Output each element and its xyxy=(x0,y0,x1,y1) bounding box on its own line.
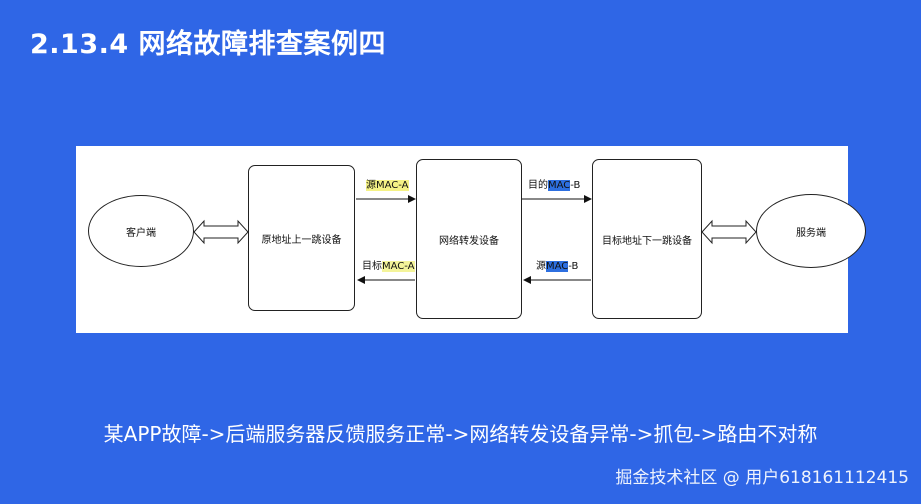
server-node-label: 服务端 xyxy=(796,227,826,239)
edge-label-bottom-left: 目标MAC-A xyxy=(362,260,415,274)
diagram-connectors xyxy=(193,195,757,284)
edge-label-top-left-prefix: 源 xyxy=(366,180,376,191)
edge-label-top-right-mac: MAC xyxy=(548,180,571,191)
forwarding-device-label: 网络转发设备 xyxy=(439,235,499,247)
network-diagram: 客户端 原地址上一跳设备 网络转发设备 目标地址下一跳设备 服务端 源MAC-A… xyxy=(76,146,866,333)
edge-label-top-right: 目的MAC-B xyxy=(528,180,581,191)
edge-label-bottom-left-prefix: 目标 xyxy=(362,261,382,272)
client-link-double-arrow xyxy=(193,219,249,245)
edge-label-top-left-mac: MAC-A xyxy=(376,180,409,191)
dest-next-hop-label: 目标地址下一跳设备 xyxy=(602,235,692,247)
watermark: 掘金技术社区 @ 用户618161112415 xyxy=(615,468,909,488)
source-next-hop-label: 原地址上一跳设备 xyxy=(261,234,342,246)
edge-label-top-left: 源MAC-A xyxy=(366,179,409,193)
server-link-double-arrow xyxy=(701,219,757,245)
client-node: 客户端 xyxy=(88,195,194,267)
source-next-hop-node: 原地址上一跳设备 xyxy=(248,165,355,311)
edge-label-bottom-right-prefix: 源 xyxy=(536,261,546,272)
edge-label-bottom-right: 源MAC-B xyxy=(536,261,579,272)
edge-label-bottom-left-mac: MAC-A xyxy=(382,261,415,272)
server-node: 服务端 xyxy=(756,194,866,268)
dest-next-hop-node: 目标地址下一跳设备 xyxy=(592,159,702,319)
edge-label-bottom-right-mac: MAC xyxy=(546,261,569,272)
client-node-label: 客户端 xyxy=(126,227,156,239)
edge-label-top-right-prefix: 目的 xyxy=(528,180,548,191)
slide-title: 2.13.4 网络故障排查案例四 xyxy=(30,29,387,60)
process-caption: 某APP故障->后端服务器反馈服务正常->网络转发设备异常->抓包->路由不对称 xyxy=(103,422,818,446)
forwarding-device-node: 网络转发设备 xyxy=(416,159,522,319)
